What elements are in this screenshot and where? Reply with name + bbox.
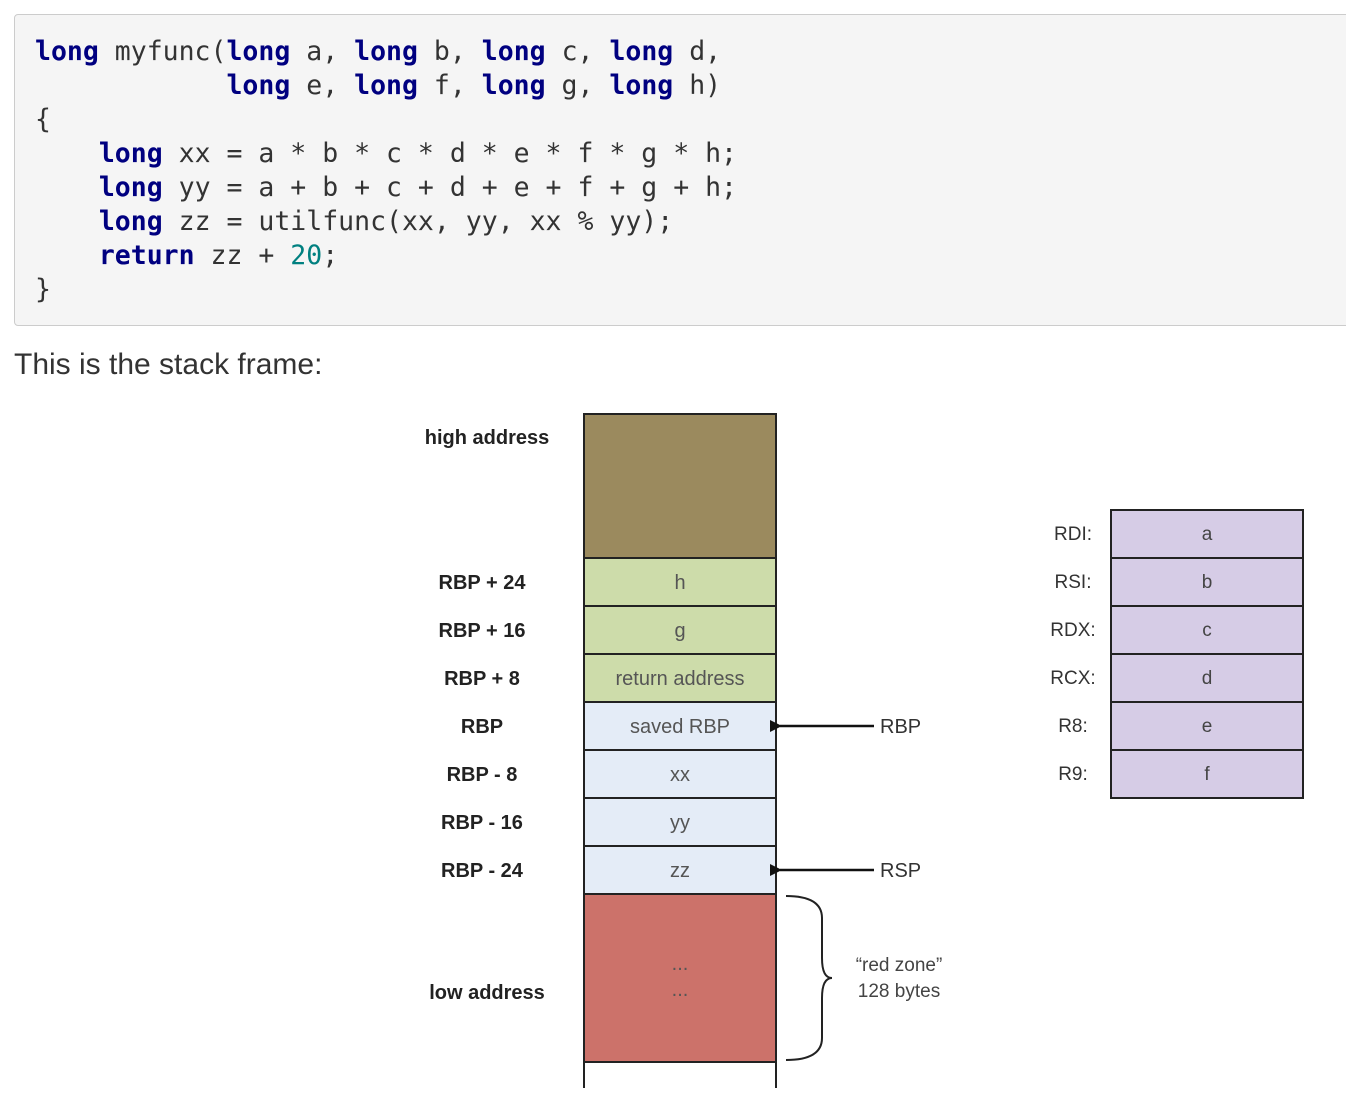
code-keyword: long xyxy=(481,36,546,67)
code-keyword: long xyxy=(35,36,99,67)
stack-offset-label: RBP - 8 xyxy=(447,764,518,786)
code-listing: long myfunc(long a, long b, long c, long… xyxy=(35,35,737,307)
stack-offset-label: RBP - 16 xyxy=(441,812,523,834)
register-name: R9: xyxy=(1058,764,1088,785)
code-token: d, xyxy=(673,36,722,67)
register-cell xyxy=(1110,701,1304,751)
intro-text: This is the stack frame: xyxy=(14,348,323,381)
code-token: zz = utilfunc(xx, yy, xx % yy); xyxy=(162,206,674,237)
red-zone-dots: ... xyxy=(672,953,689,975)
code-line: long xx = a * b * c * d * e * f * g * h; xyxy=(35,138,737,169)
code-token: h) xyxy=(673,70,722,101)
register-value: c xyxy=(1202,620,1212,641)
stack-offset-label: RBP - 24 xyxy=(441,860,524,882)
pointer-label: RBP xyxy=(880,716,921,738)
stack-cell-value: zz xyxy=(670,860,690,882)
code-token: { xyxy=(35,104,51,135)
register-value: e xyxy=(1202,716,1213,737)
register-name: RSI: xyxy=(1055,572,1092,593)
stack-cell xyxy=(583,797,777,847)
stack-cell-value: g xyxy=(674,620,685,642)
red-zone-dots: ... xyxy=(672,979,689,1001)
pointer-label: RSP xyxy=(880,860,921,882)
code-keyword: return xyxy=(98,240,195,271)
low-address-label: low address xyxy=(429,982,545,1004)
register-value: f xyxy=(1204,764,1210,785)
stack-offset-label: RBP + 24 xyxy=(439,572,527,594)
red-zone-note: 128 bytes xyxy=(858,981,940,1002)
red-zone-note: “red zone” xyxy=(856,955,943,976)
code-token: a, xyxy=(290,36,355,67)
stack-offset-label: RBP xyxy=(461,716,503,738)
code-keyword: long xyxy=(354,70,418,101)
code-token: } xyxy=(35,274,51,305)
register-value: a xyxy=(1202,524,1213,545)
code-token: b, xyxy=(417,36,482,67)
red-zone-brace xyxy=(785,895,833,1061)
code-token: yy = a + b + c + d + e + f + g + h; xyxy=(162,172,738,203)
stack-cell-value: return address xyxy=(616,668,745,690)
stack-cell-value: h xyxy=(674,572,685,594)
register-name: R8: xyxy=(1058,716,1088,737)
code-keyword: long xyxy=(98,172,163,203)
register-name: RDI: xyxy=(1054,524,1092,545)
register-name: RDX: xyxy=(1050,620,1095,641)
high-address-block xyxy=(583,413,777,559)
register-cell xyxy=(1110,749,1304,799)
code-token: f, xyxy=(417,70,482,101)
code-keyword: long xyxy=(98,206,163,237)
code-line: long e, long f, long g, long h) xyxy=(35,70,721,101)
code-token: ; xyxy=(322,240,339,271)
code-token: e, xyxy=(290,70,355,101)
register-value: d xyxy=(1202,668,1213,689)
code-line: long yy = a + b + c + d + e + f + g + h; xyxy=(35,172,737,203)
stack-cell xyxy=(583,605,777,655)
code-token: myfunc( xyxy=(98,36,227,67)
register-cell xyxy=(1110,653,1304,703)
code-line: { xyxy=(35,104,51,135)
stack-offset-label: RBP + 16 xyxy=(439,620,526,642)
code-block: long myfunc(long a, long b, long c, long… xyxy=(14,14,1346,326)
stack-offset-label: RBP + 8 xyxy=(444,668,520,690)
high-address-label: high address xyxy=(425,427,549,449)
stack-cell-value: saved RBP xyxy=(630,716,730,738)
code-line: } xyxy=(35,274,51,305)
register-name: RCX: xyxy=(1050,668,1095,689)
stack-cell xyxy=(583,653,777,703)
code-keyword: long xyxy=(354,36,418,67)
register-value: b xyxy=(1202,572,1213,593)
stack-cell-value: yy xyxy=(670,812,690,834)
code-keyword: long xyxy=(481,70,546,101)
register-cell xyxy=(1110,557,1304,607)
code-line: long zz = utilfunc(xx, yy, xx % yy); xyxy=(35,206,673,237)
code-keyword: long xyxy=(226,70,291,101)
code-line: return zz + 20; xyxy=(35,240,338,271)
code-keyword: long xyxy=(98,138,163,169)
code-token: zz + xyxy=(194,240,291,271)
code-token: xx = a * b * c * d * e * f * g * h; xyxy=(162,138,738,169)
code-token: g, xyxy=(545,70,610,101)
stack-cell-value: xx xyxy=(670,764,690,786)
code-line: long myfunc(long a, long b, long c, long… xyxy=(35,36,721,67)
code-keyword: long xyxy=(226,36,291,67)
code-keyword: long xyxy=(609,70,674,101)
code-token: c, xyxy=(545,36,610,67)
red-zone-block xyxy=(583,893,777,1063)
code-keyword: long xyxy=(609,36,674,67)
code-number: 20 xyxy=(290,240,323,271)
stack-cell xyxy=(583,557,777,607)
